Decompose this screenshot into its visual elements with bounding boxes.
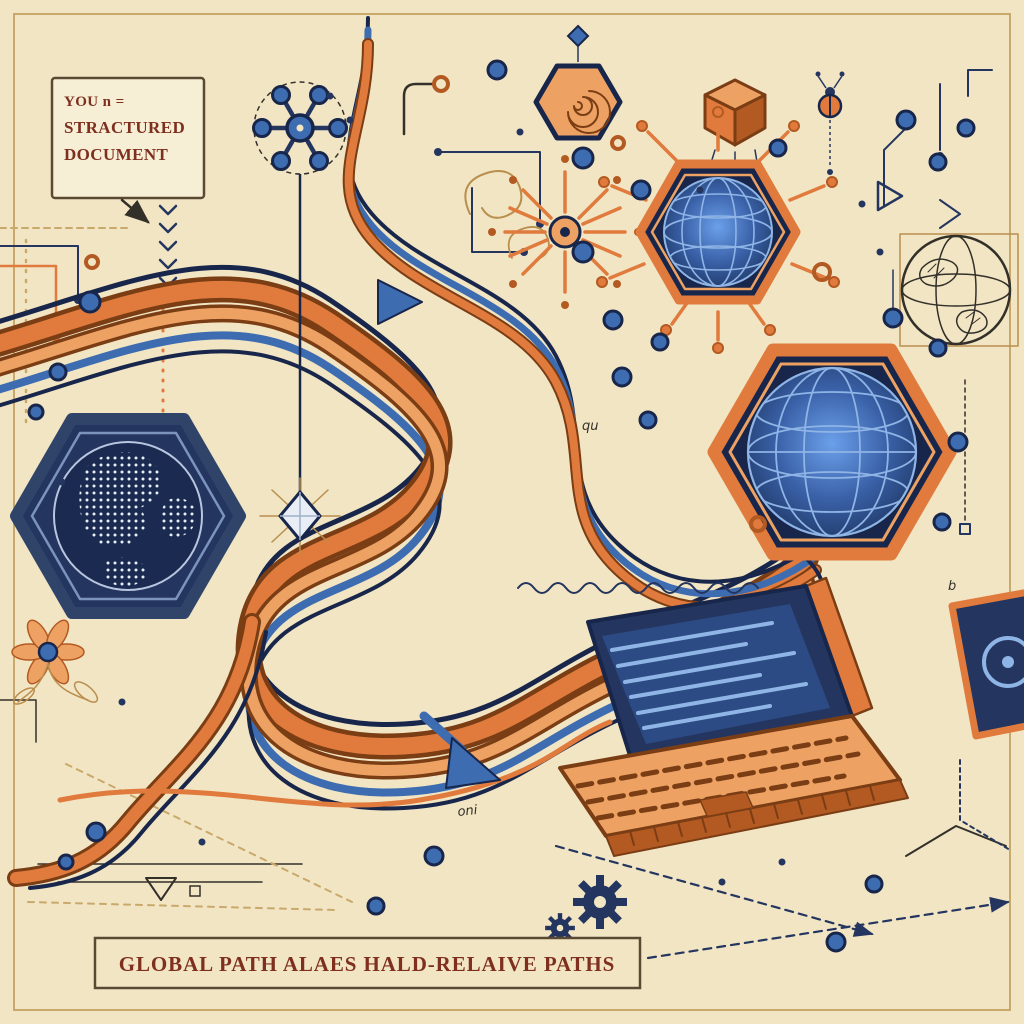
tiny-text-3: b [948, 579, 956, 594]
bug-icon [815, 71, 845, 175]
note-line-2: STRACTURED [64, 118, 185, 137]
lower-thin-trace [57, 719, 613, 808]
outline-triangle-bottom-left [145, 877, 177, 901]
small-dots [58, 92, 884, 886]
laptop-front-edge [605, 779, 909, 857]
pendulum-crystal [259, 174, 341, 555]
note-arrow [120, 198, 150, 224]
caption-text: GLOBAL PATH ALAES HALD-RELAIVE PATHS [119, 952, 615, 976]
thick-blue-arrow [419, 711, 501, 789]
note-line-1: YOU n = [64, 94, 125, 110]
tablet-panel [948, 589, 1024, 740]
node-hub [252, 81, 348, 175]
sunburst [488, 155, 642, 309]
large-globe-hexagon-left [10, 413, 246, 619]
caption-box: GLOBAL PATH ALAES HALD-RELAIVE PATHS [93, 936, 642, 990]
top-diamond-icon [566, 24, 590, 48]
code-lines [610, 621, 808, 730]
script-squiggle [517, 582, 759, 594]
sketch-globe [899, 233, 1019, 347]
spiral-hexagon [533, 24, 623, 141]
play-triangle-icon [377, 279, 423, 325]
tiny-text-1: oni [457, 803, 479, 820]
outline-triangle-right [876, 180, 904, 212]
gear-icon-small [545, 913, 575, 943]
note-box: YOU n = STRACTURED DOCUMENT [50, 76, 206, 224]
large-globe-hexagon-right [707, 343, 957, 561]
ring-dots [84, 75, 832, 533]
tiny-text-2: qu [582, 419, 599, 434]
note-line-3: DOCUMENT [64, 145, 169, 164]
laptop [558, 576, 909, 857]
gear-icon [573, 875, 627, 929]
flower-ornament [11, 619, 99, 705]
tiny-square-mark [189, 885, 201, 897]
node-dots [27, 59, 976, 953]
